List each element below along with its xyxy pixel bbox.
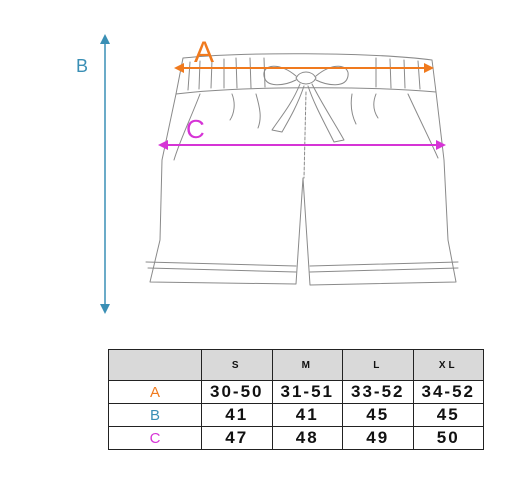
pocket-left [173, 93, 201, 161]
bow-tail-left [271, 83, 305, 133]
cell-b-m: 41 [271, 403, 343, 427]
size-header-l: L [342, 349, 414, 381]
measure-c-label: C [186, 114, 205, 144]
row-label-a: A [108, 380, 202, 404]
cell-b-xl: 45 [412, 403, 484, 427]
cell-b-s: 41 [201, 403, 273, 427]
size-header-xl: XL [412, 349, 484, 381]
cell-c-xl: 50 [412, 426, 484, 450]
cell-a-s: 30-50 [201, 380, 273, 404]
pocket-right [407, 93, 439, 159]
cell-a-l: 33-52 [342, 380, 414, 404]
hem-right [309, 261, 459, 273]
size-header-s: S [201, 349, 273, 381]
table-row: B 41 41 45 45 [108, 403, 484, 427]
size-header-m: M [271, 349, 343, 381]
center-seam [303, 91, 307, 179]
bow-knot [295, 71, 317, 85]
size-chart-table: S M L XL A 30-50 31-51 33-52 34-52 B 41 … [108, 349, 484, 450]
header-corner-cell [108, 349, 202, 381]
cell-a-xl: 34-52 [412, 380, 484, 404]
measure-a-label: A [194, 36, 214, 69]
measure-b-label: B [76, 56, 88, 76]
table-row: A 30-50 31-51 33-52 34-52 [108, 380, 484, 404]
shorts-sketch [145, 53, 459, 286]
cell-b-l: 45 [342, 403, 414, 427]
row-label-c: C [108, 426, 202, 450]
pleats [229, 93, 379, 129]
cell-c-s: 47 [201, 426, 273, 450]
cell-a-m: 31-51 [271, 380, 343, 404]
cell-c-m: 48 [271, 426, 343, 450]
table-row: C 47 48 49 50 [108, 426, 484, 450]
row-label-b: B [108, 403, 202, 427]
shorts-measurement-diagram: A C B [76, 34, 459, 314]
bow-tail-right [307, 83, 345, 143]
cell-c-l: 49 [342, 426, 414, 450]
shorts-body [149, 91, 457, 286]
hem-left [145, 261, 297, 273]
size-header-row: S M L XL [108, 349, 484, 381]
